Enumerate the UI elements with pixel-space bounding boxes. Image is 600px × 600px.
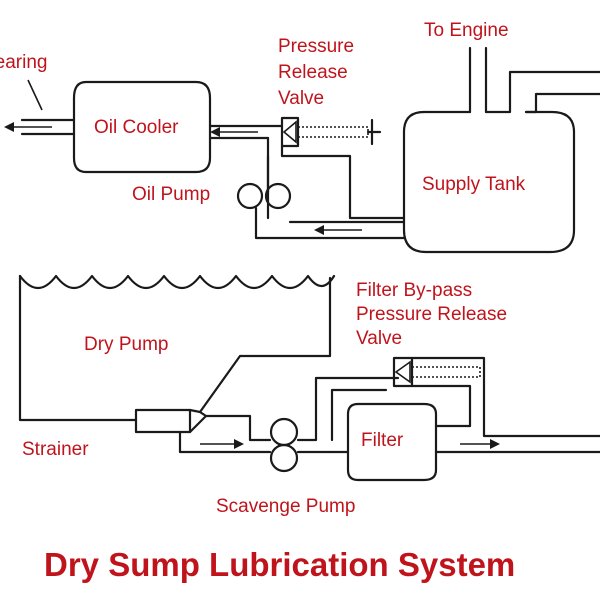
oil-pump-gear-left: [236, 182, 264, 210]
strainer-funnel: [188, 408, 208, 434]
label-oil-cooler: Oil Cooler: [94, 117, 179, 138]
bypass-valve-spring: [411, 366, 481, 378]
tank-to-pump-pipe: [254, 206, 406, 240]
label-filter: Filter: [361, 430, 404, 451]
diagram-title: Dry Sump Lubrication System: [44, 546, 515, 583]
cooler-inlet-arrow: [210, 127, 258, 137]
label-pressure-release-valve-1: Pressure: [278, 36, 354, 57]
label-oil-pump: Oil Pump: [132, 184, 210, 205]
pump-to-filter-pipe-top: [296, 376, 400, 442]
filter-body: [346, 402, 438, 482]
strainer-flow-arrow: [200, 439, 244, 449]
tank-outlet-arrow: [314, 225, 362, 235]
strainer-pipe-bottom: [178, 430, 272, 454]
tank-return-pipe-upper: [484, 70, 600, 114]
bypass-inner-pipe: [330, 388, 388, 442]
label-pressure-release-valve-2: Release: [278, 62, 348, 83]
tank-return-pipe-lower: [524, 92, 600, 114]
label-filter-bypass-1: Filter By-pass: [356, 280, 472, 301]
outlet-arrow: [4, 122, 52, 132]
label-strainer: Strainer: [22, 439, 89, 460]
label-dry-pump: Dry Pump: [84, 334, 168, 355]
label-scavenge-pump: Scavenge Pump: [216, 496, 355, 517]
pressure-release-valve-body: [280, 116, 300, 148]
dry-sump-wall-right: [198, 276, 332, 414]
label-to-engine: To Engine: [424, 20, 509, 41]
dry-sump-oil-surface: [18, 274, 336, 290]
oil-pump-gear-right: [264, 182, 292, 210]
label-filter-bypass-2: Pressure Release: [356, 304, 507, 325]
bypass-valve-body: [392, 356, 414, 388]
label-filter-bypass-3: Valve: [356, 328, 402, 349]
bypass-valve-plunger: [394, 360, 411, 384]
valve-return-pipe-inner: [280, 144, 406, 220]
scavenge-pump-gear-top: [269, 417, 299, 447]
filter-outlet-arrow: [460, 439, 500, 449]
label-pressure-release-valve-3: Valve: [278, 88, 324, 109]
strainer-pipe-top: [204, 414, 272, 442]
bypass-valve-housing: [410, 356, 600, 438]
label-bearing: Bearing: [0, 52, 48, 73]
label-supply-tank: Supply Tank: [422, 174, 526, 195]
bearing-leader-line: [27, 79, 43, 111]
dry-sump-wall-left: [18, 274, 138, 422]
strainer-body: [134, 408, 192, 434]
pressure-release-valve-spring: [297, 126, 369, 138]
scavenge-pump-gear-bottom: [269, 443, 299, 473]
bypass-valve-return: [410, 384, 472, 428]
supply-tank-body: [402, 110, 576, 254]
oil-cooler-body: [72, 80, 212, 174]
pressure-release-valve-plunger: [282, 120, 297, 144]
